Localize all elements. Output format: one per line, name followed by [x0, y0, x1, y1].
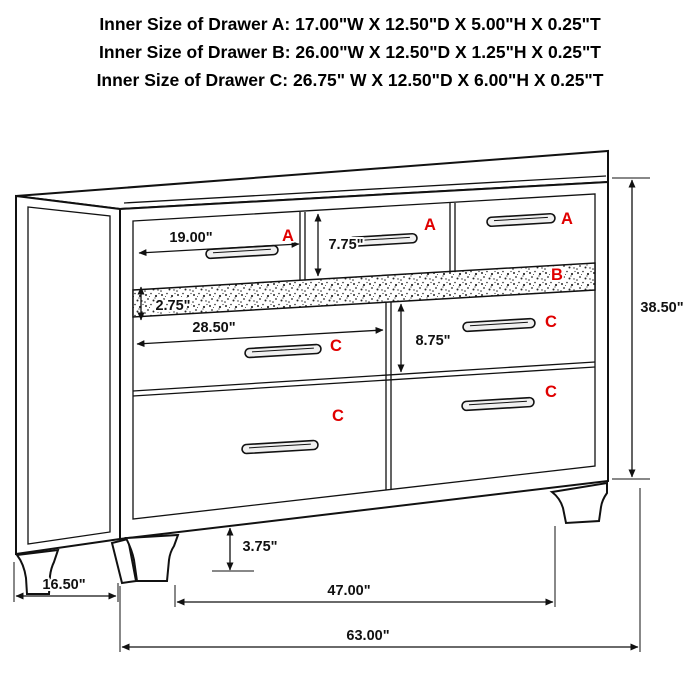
front-right-foot: [549, 481, 608, 525]
dim-side-depth-label: 16.50": [42, 577, 85, 593]
drawer-c4-handle: [461, 396, 535, 412]
spec-line-drawer-b: Inner Size of Drawer B: 26.00"W X 12.50"…: [99, 42, 601, 62]
drawer-letter-labels: A A A B C C C C: [280, 208, 575, 427]
dresser-feet: [15, 481, 608, 595]
dim-bottom-drawer-width: 28.50": [136, 318, 384, 348]
dim-bottom-drawer-width-label: 28.50": [192, 320, 235, 336]
dimension-annotations: 19.00" 7.75" 2.75" 28.50" 8.75" 38.50": [13, 177, 686, 652]
back-left-foot: [15, 548, 60, 595]
dresser-diagram-canvas: 19.00" 7.75" 2.75" 28.50" 8.75" 38.50": [13, 149, 686, 652]
dim-top-left-drawer-width: 19.00": [138, 228, 300, 257]
drawer-c1-label: C: [330, 337, 342, 355]
dim-feet-span-label: 47.00": [327, 583, 370, 599]
drawer-a1-label: A: [282, 227, 294, 245]
dim-side-depth: 16.50": [13, 562, 119, 602]
spec-line-drawer-a: Inner Size of Drawer A: 17.00"W X 12.50"…: [99, 14, 601, 34]
jewelry-drawer-strip: [132, 262, 596, 318]
dim-overall-width-label: 63.00": [346, 628, 389, 644]
drawer-a2-handle: [348, 232, 418, 248]
drawer-c3-handle: [241, 439, 319, 455]
dresser-side-panel: [15, 194, 121, 556]
drawer-c2-handle: [462, 317, 536, 333]
drawer-c1-handle: [244, 343, 322, 359]
dim-bottom-drawer-height-label: 8.75": [415, 333, 450, 349]
drawer-a3-handle: [486, 212, 556, 228]
dim-hidden-drawer-height: 2.75": [137, 286, 193, 321]
dim-overall-width: 63.00": [119, 488, 641, 652]
dresser-body: [15, 149, 609, 595]
drawer-a3-label: A: [561, 210, 573, 228]
dim-top-left-drawer-width-label: 19.00": [169, 230, 212, 246]
dim-top-drawer-height: 7.75": [314, 213, 366, 277]
drawer-a2-label: A: [424, 216, 436, 234]
drawer-dividers: [132, 203, 596, 490]
drawer-c2-label: C: [545, 313, 557, 331]
drawer-c4-label: C: [545, 383, 557, 401]
dim-base-height-label: 3.75": [242, 539, 277, 555]
drawer-c3-label: C: [332, 407, 344, 425]
dim-bottom-drawer-height: 8.75": [397, 303, 453, 373]
dim-overall-height-label: 38.50": [640, 300, 683, 316]
spec-header: Inner Size of Drawer A: 17.00"W X 12.50"…: [0, 0, 700, 94]
dresser-dimension-diagram: 19.00" 7.75" 2.75" 28.50" 8.75" 38.50": [0, 94, 700, 694]
dim-top-drawer-height-label: 7.75": [328, 237, 363, 253]
dim-base-height: 3.75": [212, 527, 280, 572]
dim-hidden-drawer-height-label: 2.75": [155, 298, 190, 314]
spec-line-drawer-c: Inner Size of Drawer C: 26.75" W X 12.50…: [96, 70, 604, 90]
dim-overall-height: 38.50": [612, 177, 686, 480]
front-left-foot: [124, 533, 180, 582]
dim-feet-span: 47.00": [174, 526, 556, 607]
drawer-b-label: B: [551, 266, 563, 284]
